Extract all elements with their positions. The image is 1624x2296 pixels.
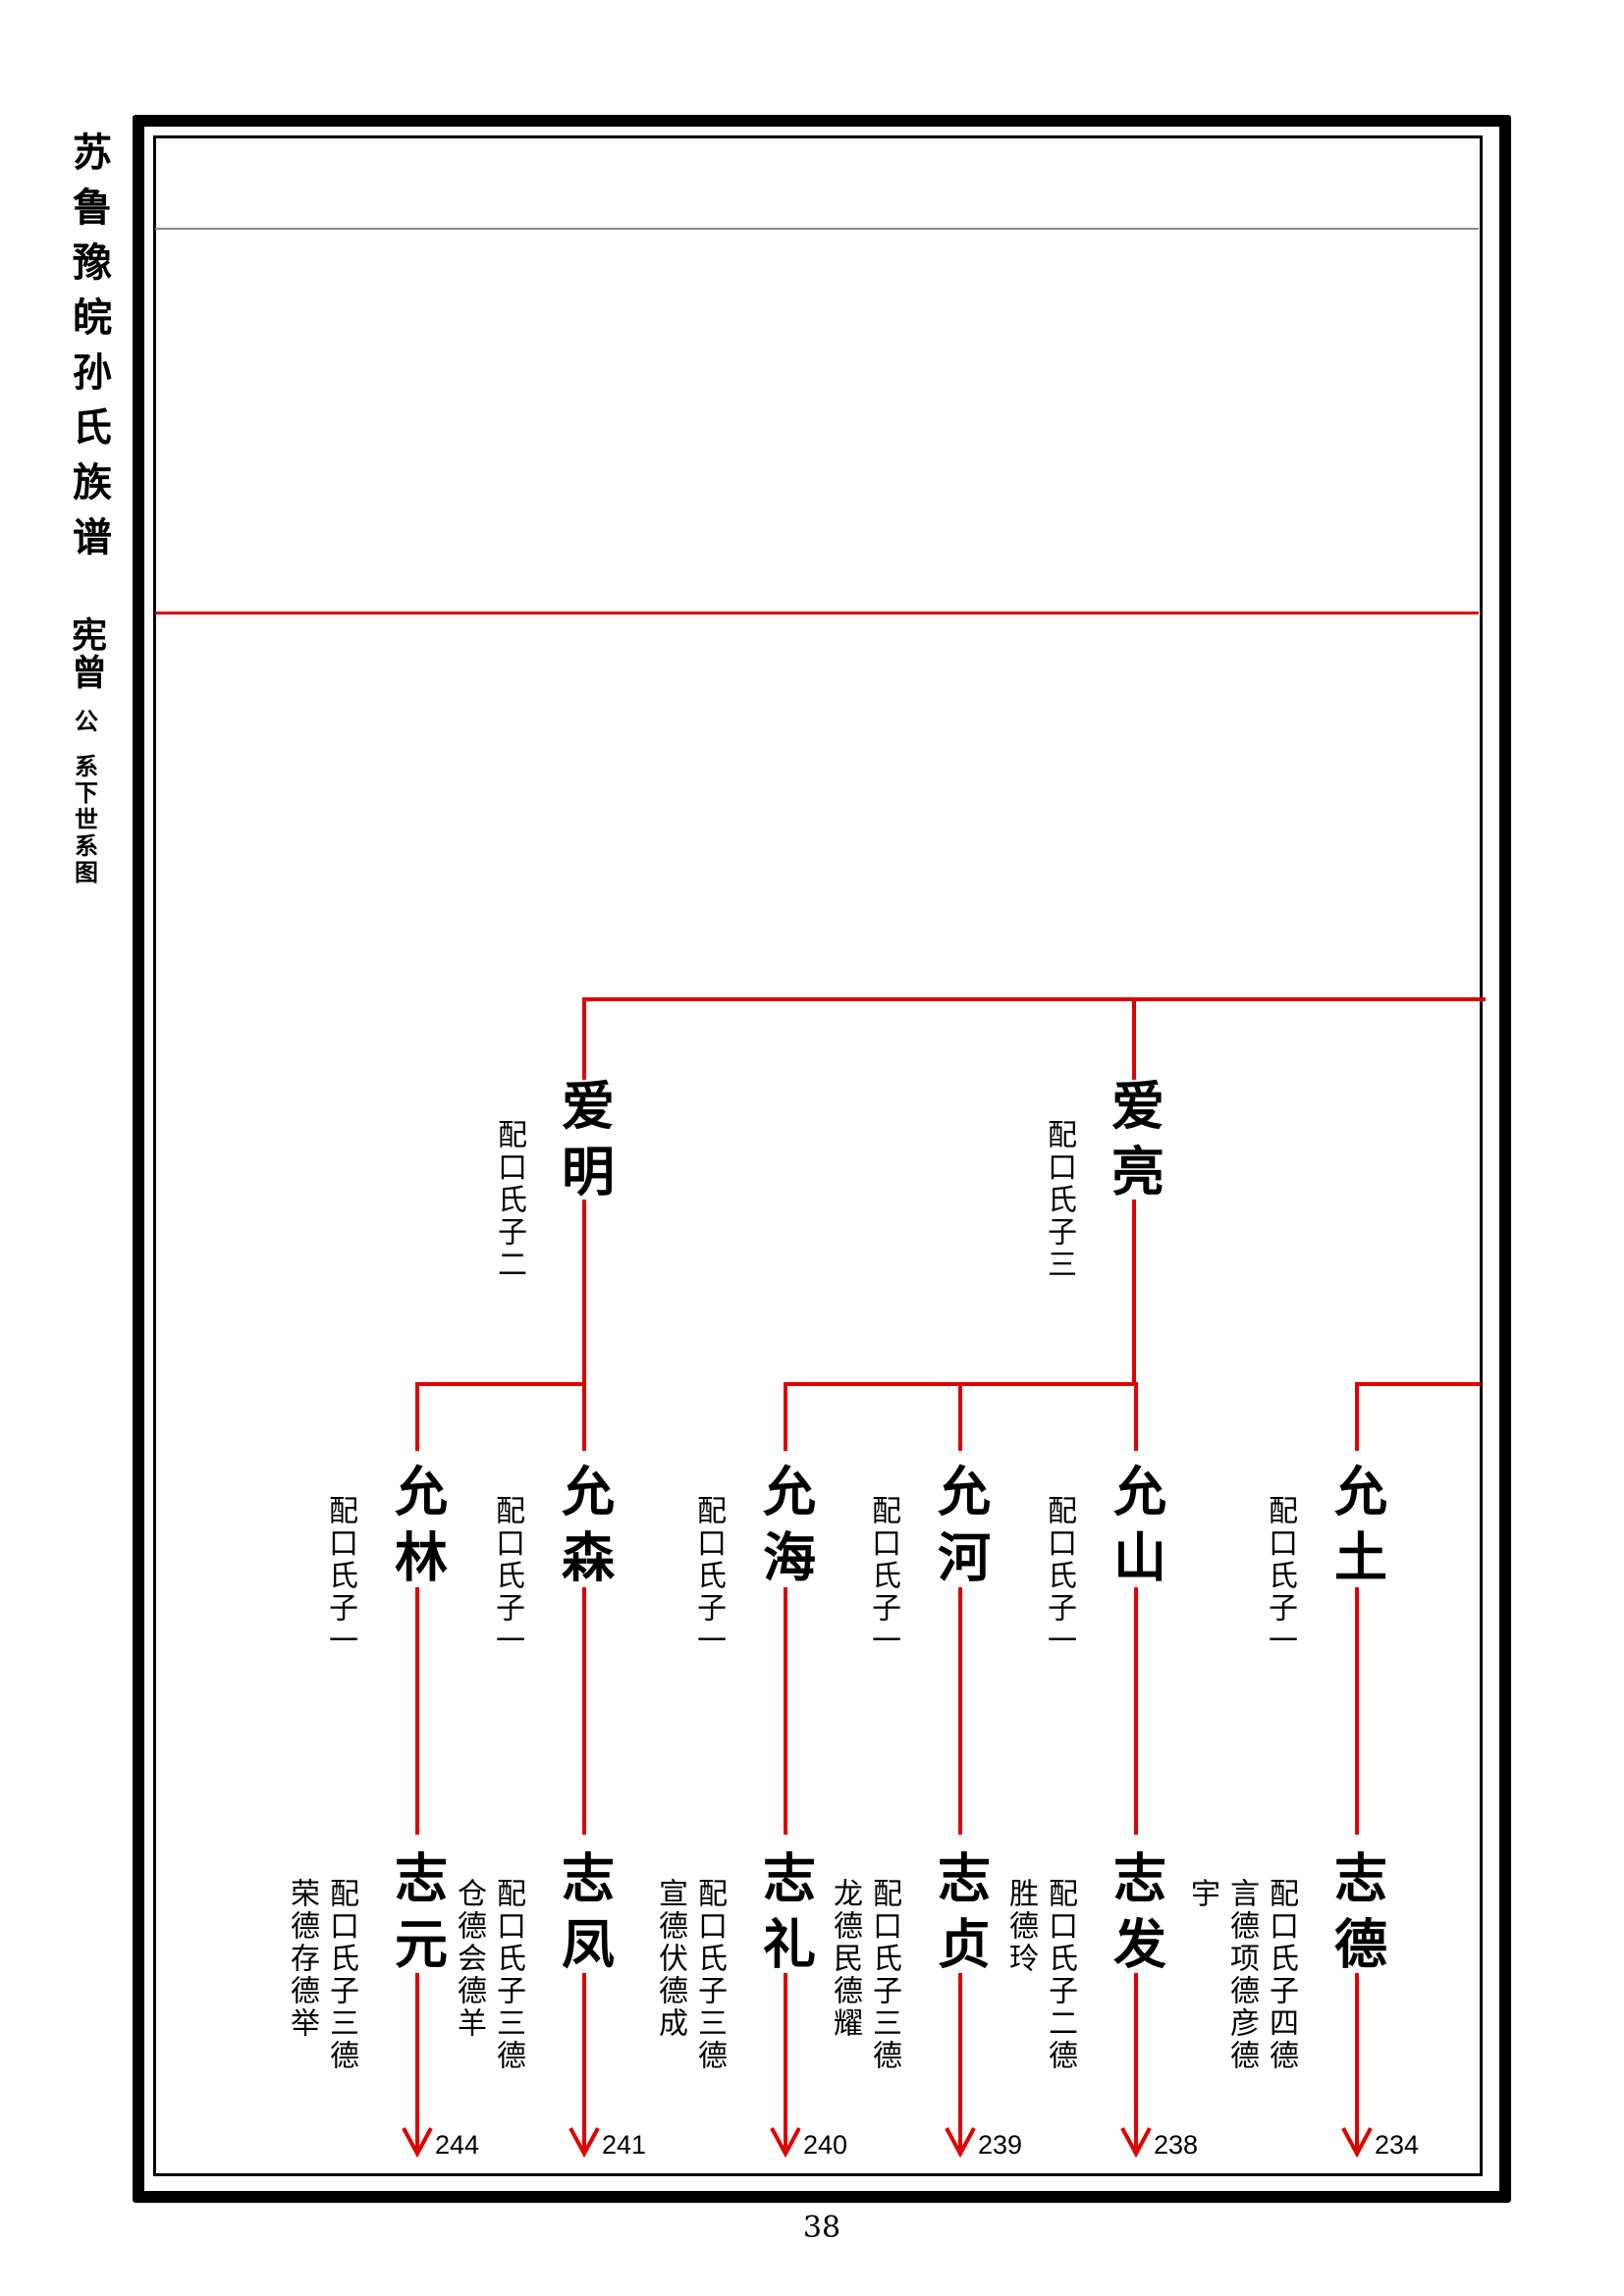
spouse-note: 宣德伏德成 — [653, 1878, 687, 2040]
chart-subtitle: 系下世系图 — [70, 754, 99, 886]
descent-line — [582, 1200, 586, 1386]
spouse-note: 仓德会德羊 — [452, 1878, 486, 2040]
spouse-note: 配口氏子三 — [1042, 1119, 1076, 1281]
continue-page-link[interactable]: 239 — [978, 2130, 1023, 2160]
descent-line — [415, 1587, 419, 1835]
descent-line — [1355, 1587, 1359, 1835]
person-name: 志凤 — [552, 1850, 616, 1982]
descent-line — [784, 1587, 787, 1835]
person-name: 允森 — [552, 1464, 616, 1595]
ancestor-name: 宪曾 — [66, 616, 107, 691]
descent-line — [958, 1587, 962, 1835]
person-name: 志元 — [385, 1850, 449, 1982]
spouse-note: 言德项德彦德 — [1224, 1878, 1259, 2072]
page-number: 38 — [802, 2211, 841, 2245]
book-title: 苏鲁豫皖孙氏族谱 — [66, 132, 112, 571]
spouse-note: 配口氏子一 — [1263, 1495, 1297, 1657]
spouse-note: 荣德存德举 — [285, 1878, 319, 2040]
continue-arrow-line — [1134, 1973, 1138, 2153]
continue-arrow-line — [415, 1973, 419, 2153]
person-name: 允山 — [1104, 1464, 1167, 1595]
drop-line — [784, 1382, 787, 1451]
spouse-note: 配口氏子三德 — [324, 1878, 358, 2072]
spouse-note: 配口氏子二 — [492, 1119, 526, 1281]
arrow-down-icon — [945, 2127, 976, 2159]
spouse-note: 配口氏子二德 — [1043, 1878, 1077, 2072]
person-name: 志贞 — [928, 1850, 992, 1982]
spouse-note: 龙德民德耀 — [828, 1878, 862, 2040]
person-name: 志德 — [1325, 1850, 1388, 1982]
inner-frame — [153, 135, 1483, 2176]
arrow-down-icon — [402, 2127, 433, 2159]
person-name: 允海 — [753, 1464, 817, 1595]
continue-page-link[interactable]: 238 — [1154, 2130, 1199, 2160]
arrow-down-icon — [770, 2127, 801, 2159]
honorific: 公 — [70, 709, 99, 732]
drop-line — [1132, 997, 1136, 1080]
spouse-note: 配口氏子一 — [866, 1495, 900, 1657]
generation-divider — [155, 612, 1479, 614]
header-divider — [155, 228, 1479, 230]
drop-line — [415, 1382, 419, 1451]
continue-page-link[interactable]: 244 — [435, 2130, 480, 2160]
arrow-down-icon — [1120, 2127, 1152, 2159]
outer-frame — [133, 115, 1511, 2203]
continue-page-link[interactable]: 234 — [1375, 2130, 1420, 2160]
spouse-note: 配口氏子三德 — [491, 1878, 525, 2072]
arrow-down-icon — [1341, 2127, 1373, 2159]
arrow-down-icon — [568, 2127, 600, 2159]
person-name: 志礼 — [753, 1850, 817, 1982]
spouse-note: 配口氏子三德 — [867, 1878, 901, 2072]
drop-line — [1355, 1382, 1359, 1451]
continue-page-link[interactable]: 241 — [602, 2130, 647, 2160]
person-name: 爱亮 — [1102, 1078, 1165, 1209]
branch-line — [1355, 1382, 1481, 1386]
continue-page-link[interactable]: 240 — [803, 2130, 848, 2160]
branch-line — [415, 1382, 584, 1386]
branch-line — [584, 997, 1486, 1001]
spouse-note: 胜德玲 — [1003, 1878, 1038, 1975]
descent-line — [582, 1587, 586, 1835]
spouse-note: 配口氏子一 — [323, 1495, 357, 1657]
drop-line — [1134, 1382, 1138, 1451]
descent-line — [1132, 1200, 1136, 1386]
drop-line — [582, 997, 586, 1080]
person-name: 允河 — [928, 1464, 992, 1595]
person-name: 爱明 — [552, 1078, 616, 1209]
spouse-note: 配口氏子一 — [490, 1495, 524, 1657]
person-name: 允土 — [1325, 1464, 1388, 1595]
continue-arrow-line — [1355, 1973, 1359, 2153]
spouse-note: 配口氏子一 — [1042, 1495, 1076, 1657]
drop-line — [582, 1382, 586, 1451]
drop-line — [958, 1382, 962, 1451]
spouse-note: 宇 — [1185, 1878, 1219, 1910]
continue-arrow-line — [958, 1973, 962, 2153]
spouse-note: 配口氏子四德 — [1264, 1878, 1298, 2072]
person-name: 允林 — [385, 1464, 449, 1595]
continue-arrow-line — [784, 1973, 787, 2153]
spouse-note: 配口氏子三德 — [692, 1878, 727, 2072]
spouse-note: 配口氏子一 — [691, 1495, 726, 1657]
person-name: 志发 — [1104, 1850, 1167, 1982]
continue-arrow-line — [582, 1973, 586, 2153]
descent-line — [1134, 1587, 1138, 1835]
